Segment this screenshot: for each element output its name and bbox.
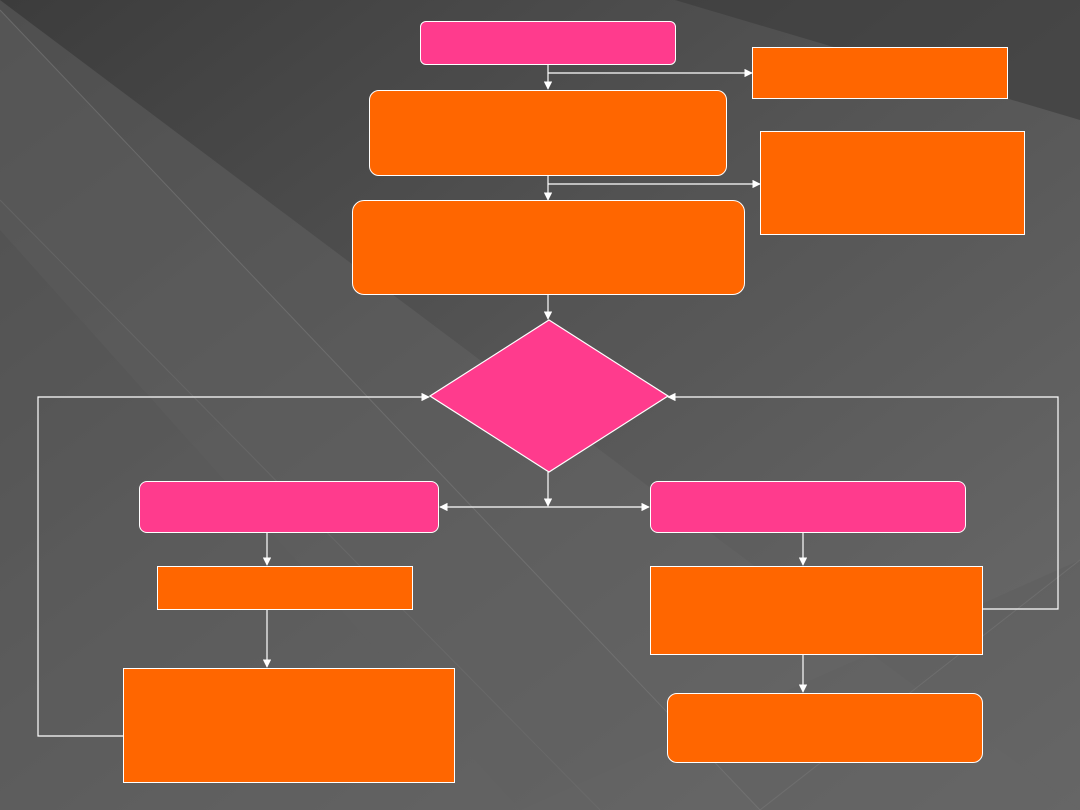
loop-right-to-decision: [667, 392, 1059, 610]
right-step-one-box: [650, 566, 983, 655]
step-one-box: [369, 90, 727, 176]
branch-left-box: [139, 481, 439, 533]
decision-diamond: [429, 319, 669, 473]
left-step-two-box: [123, 668, 455, 783]
branch-right-box: [650, 481, 966, 533]
side-middle-box: [760, 131, 1025, 235]
left-step-one-box: [157, 566, 413, 610]
right-end-box: [667, 693, 983, 763]
start-box: [420, 21, 676, 65]
side-top-box: [752, 47, 1008, 99]
loop-left-to-decision: [37, 392, 430, 737]
step-two-box: [352, 200, 745, 295]
